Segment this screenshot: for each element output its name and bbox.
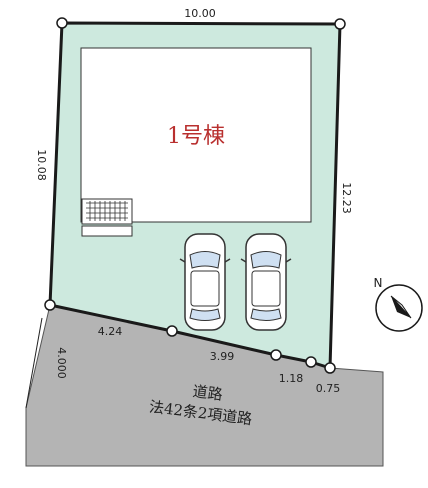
road-width-dimension-line (25, 317, 43, 409)
dimension-front-2: 3.99 (210, 350, 235, 363)
north-arrow-icon (375, 284, 423, 332)
dimension-top: 10.00 (184, 7, 216, 20)
boundary-marker (324, 362, 336, 374)
boundary-marker (56, 17, 68, 29)
dimension-left: 10.08 (35, 149, 48, 181)
dimension-right: 12.23 (340, 182, 353, 214)
dimension-front-3: 1.18 (279, 372, 304, 385)
car-icon (240, 233, 292, 331)
car-icon (179, 233, 231, 331)
boundary-marker (305, 356, 317, 368)
boundary-markers (44, 17, 346, 374)
road-name: 道路 (192, 382, 224, 404)
boundary-marker (334, 18, 346, 30)
dimension-road-width: 4.000 (55, 347, 68, 379)
dimension-front-4: 0.75 (316, 382, 341, 395)
grated-box-icon (81, 198, 133, 237)
building-footprint (80, 47, 312, 223)
dimension-front-1: 4.24 (98, 325, 123, 338)
building-label: 1号棟 (167, 124, 225, 149)
north-label: N (374, 276, 383, 290)
boundary-marker (270, 349, 282, 361)
boundary-marker (166, 325, 178, 337)
boundary-marker (44, 299, 56, 311)
